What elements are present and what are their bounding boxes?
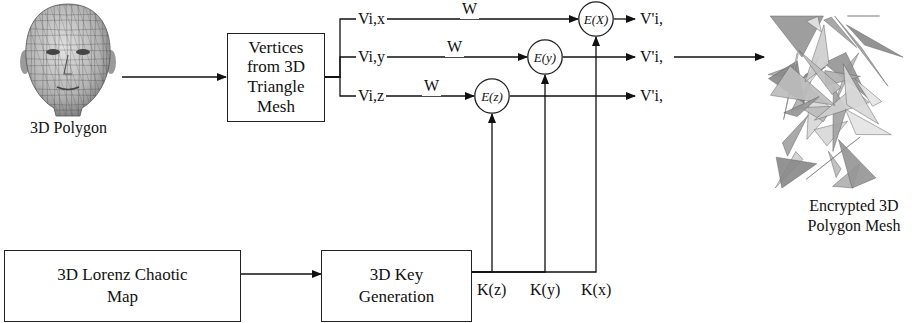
node-label: Vertices from 3D Triangle Mesh	[233, 38, 319, 116]
mesh-shard	[847, 16, 879, 17]
mesh-shard	[828, 151, 841, 177]
mesh-line	[83, 0, 123, 120]
circle-outline	[475, 79, 509, 113]
mesh-line	[104, 0, 144, 120]
mesh-shard	[782, 115, 808, 156]
connector	[325, 77, 474, 96]
mesh-line	[20, 110, 116, 111]
mesh-line	[23, 0, 25, 120]
mesh-line	[20, 65, 116, 66]
connector	[472, 37, 596, 272]
key-label: K(x)	[579, 280, 613, 300]
output-arrow	[510, 95, 635, 96]
process-box: 3D Key Generation	[321, 250, 472, 322]
key-label: K(y)	[528, 280, 562, 300]
mesh-shard	[806, 17, 821, 32]
signal-name: Vi,z	[356, 86, 386, 106]
mesh-line	[95, 0, 97, 120]
node-label: E(z)	[481, 90, 503, 103]
signal-name: V'i,	[638, 9, 665, 29]
mesh-line	[90, 0, 92, 120]
node-text-group: 3D Key Generation	[351, 264, 443, 308]
face-mesh	[20, 0, 151, 120]
face-eye	[76, 49, 90, 55]
mesh-shard	[824, 17, 857, 47]
mesh-line	[90, 0, 130, 120]
mesh-shard	[839, 140, 876, 189]
mesh-line	[47, 0, 49, 120]
signal-name: V'i,	[638, 47, 665, 67]
mesh-line	[20, 20, 116, 21]
mesh-line	[97, 0, 137, 120]
node-text-group: Vertices from 3D Triangle Mesh	[233, 38, 319, 116]
node-text-group: E(X)	[584, 13, 609, 26]
node-text-group: E(z)	[481, 90, 503, 103]
mesh-line	[20, 95, 116, 96]
circle-outline	[528, 40, 562, 74]
figure-caption: 3D Polygon	[28, 118, 109, 138]
weight-label: W	[445, 37, 464, 57]
signal-name: Vi,x	[356, 9, 387, 29]
figure-caption: Encrypted 3D Polygon Mesh	[793, 196, 914, 236]
node-label: 3D Key Generation	[351, 264, 443, 308]
mesh-shard	[843, 64, 878, 124]
encrypt-circle: E(X)	[578, 1, 614, 37]
mesh-line	[20, 29, 116, 31]
output-arrow	[614, 18, 635, 19]
mesh-shard	[776, 157, 817, 188]
connector	[472, 75, 545, 272]
face-mouth	[57, 87, 79, 90]
mesh-shard	[814, 121, 848, 146]
node-label: E(X)	[584, 13, 609, 26]
mesh-shard	[784, 97, 819, 117]
circle-outline	[579, 2, 613, 36]
connector	[241, 273, 321, 274]
process-box: Vertices from 3D Triangle Mesh	[227, 33, 325, 122]
output-arrow	[674, 56, 764, 57]
connector	[472, 114, 492, 272]
mesh-line	[20, 104, 116, 106]
face-nose	[64, 55, 72, 74]
weight-label: W	[460, 0, 479, 19]
mesh-line	[107, 0, 109, 120]
mesh-line	[114, 0, 116, 120]
mesh-line	[30, 0, 32, 120]
node-text-group: E(y)	[534, 51, 556, 64]
mesh-line	[102, 0, 104, 120]
node-label: 3D Lorenz Chaotic Map	[48, 264, 198, 308]
mesh-line	[20, 50, 116, 51]
node-text-group: 3D Lorenz Chaotic Map	[48, 264, 198, 308]
output-arrow	[563, 56, 635, 57]
face-eye	[46, 49, 60, 55]
weight-label: W	[422, 76, 441, 96]
key-label: K(z)	[475, 280, 508, 300]
encrypt-circle: E(y)	[527, 39, 563, 75]
mesh-line	[20, 5, 116, 6]
signal-name: Vi,y	[356, 47, 387, 67]
mesh-shard	[799, 51, 841, 95]
mesh-line	[20, 14, 116, 16]
input-arrow	[122, 76, 226, 77]
process-box: 3D Lorenz Chaotic Map	[4, 250, 241, 322]
encrypt-circle: E(z)	[474, 78, 510, 114]
mesh-line	[42, 0, 44, 120]
mesh-line	[111, 0, 151, 120]
encrypted-mesh	[768, 16, 903, 188]
signal-name: V'i,	[638, 86, 665, 106]
mesh-shard	[846, 25, 903, 57]
mesh-line	[35, 0, 37, 120]
node-label: E(y)	[534, 51, 556, 64]
